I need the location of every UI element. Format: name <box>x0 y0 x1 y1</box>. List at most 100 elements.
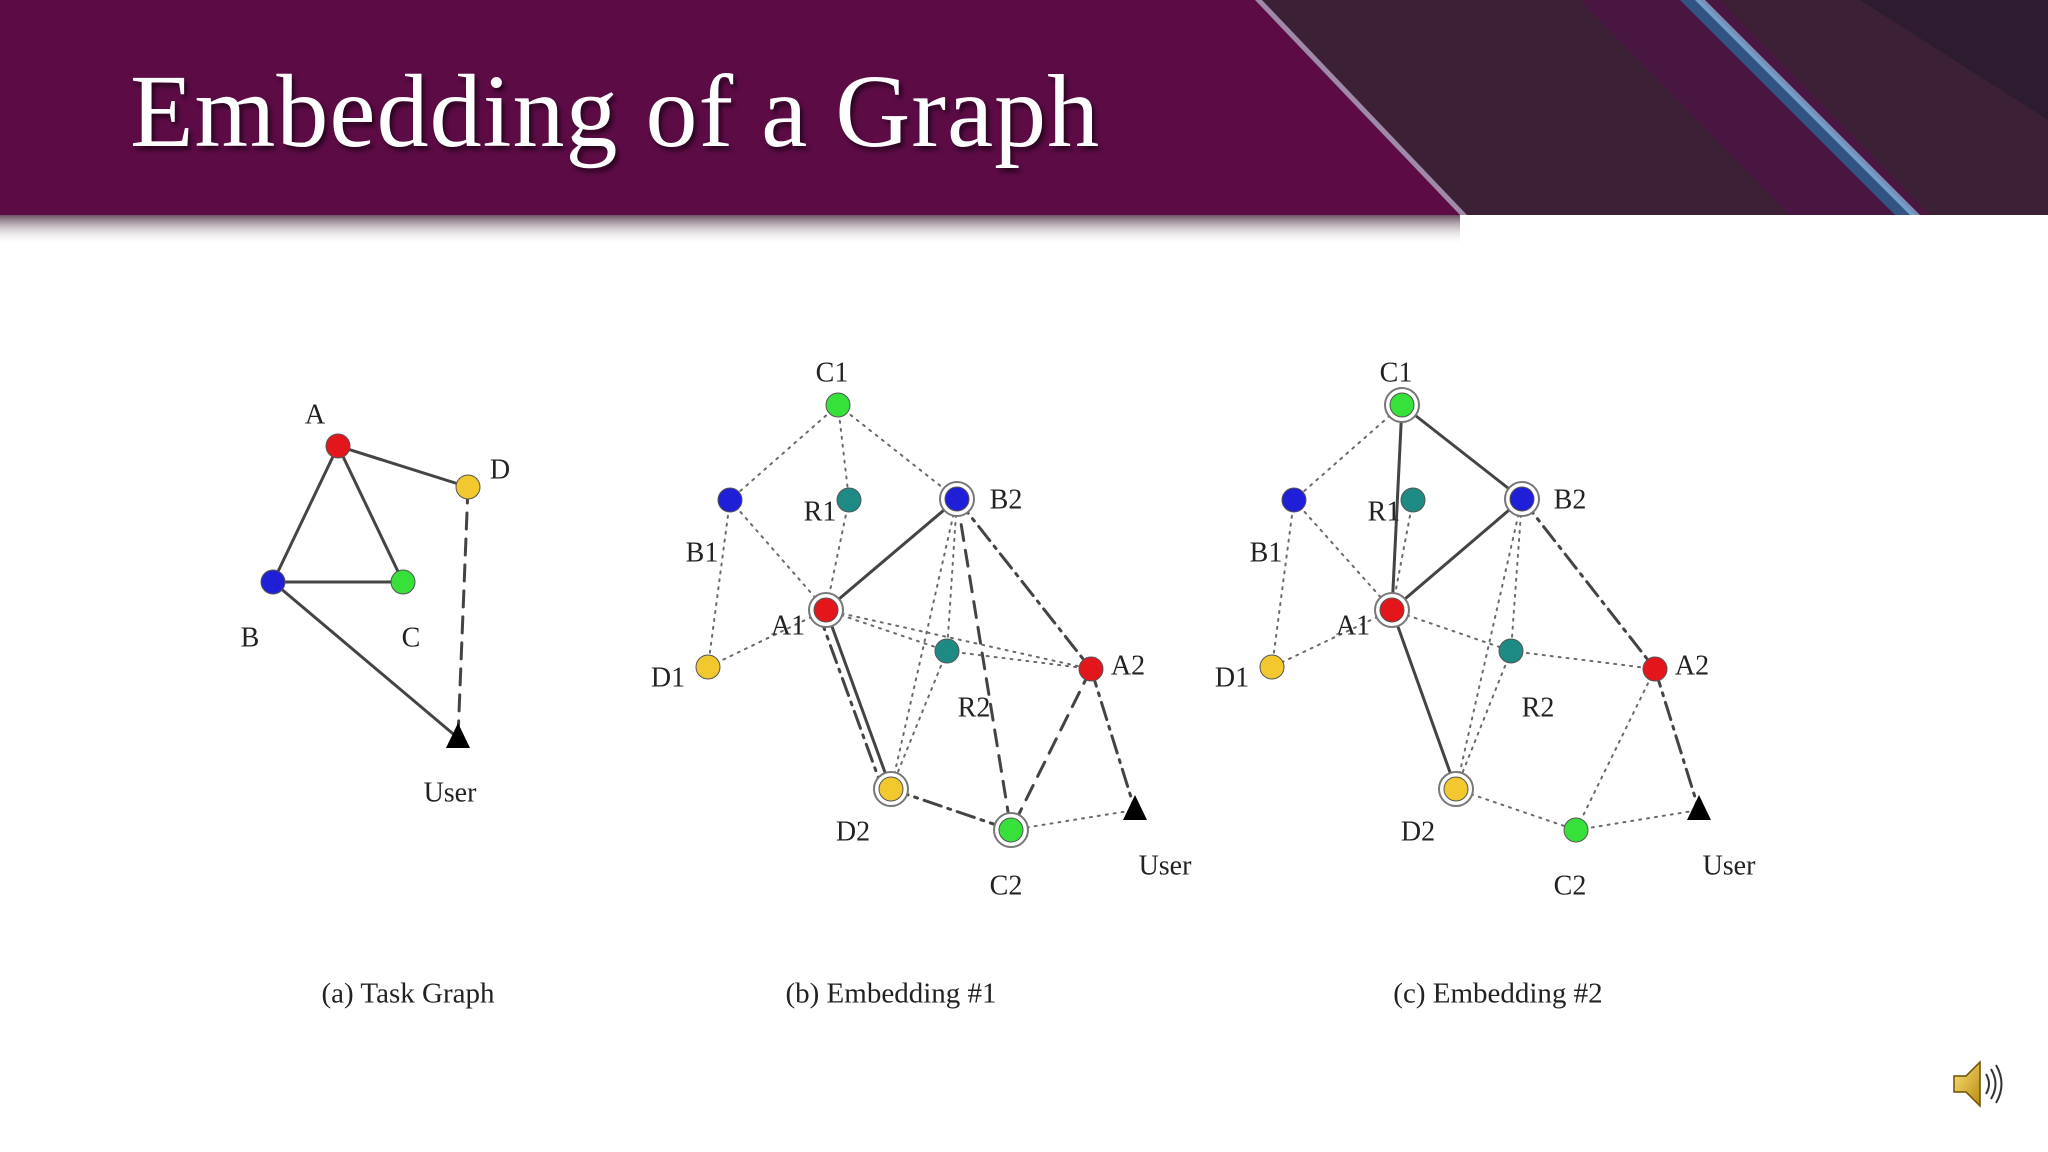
node-label-R2: R2 <box>1522 692 1555 723</box>
edge-R1-A1 <box>825 499 850 611</box>
node-D1 <box>695 654 721 680</box>
node-D <box>455 474 481 500</box>
edge-R2-D2 <box>890 650 948 790</box>
edge-C1-R1 <box>837 404 850 501</box>
node-label-B1: B1 <box>686 537 719 568</box>
edge-D2-C2 <box>889 787 1013 832</box>
edge-A2-User <box>1089 667 1137 812</box>
edge-B-User <box>271 580 460 740</box>
node-label-User: User <box>1703 850 1757 881</box>
edge-A1-D2 <box>1390 608 1458 791</box>
edge-C1-B1 <box>1293 404 1403 501</box>
edge-D2-C2 <box>1455 788 1577 831</box>
node-label-A2: A2 <box>1111 650 1145 681</box>
edge-B2-C2 <box>955 497 1013 832</box>
speaker-icon[interactable] <box>1950 1056 2010 1112</box>
edge-A-D <box>336 444 470 489</box>
panel-caption: (a) Task Graph <box>322 978 495 1010</box>
node-label-A1: A1 <box>1336 610 1370 641</box>
panel-caption: (c) Embedding #2 <box>1393 978 1602 1010</box>
node-label-R1: R1 <box>804 496 837 527</box>
slide-title: Embedding of a Graph <box>130 54 1101 169</box>
node-label-C2: C2 <box>990 870 1023 901</box>
edge-R1-A1 <box>1391 499 1414 611</box>
edge-B2-R2 <box>1510 498 1523 652</box>
edge-R2-A2 <box>1510 650 1656 670</box>
node-label-C: C <box>402 622 421 653</box>
edge-A1-D2 <box>824 608 893 791</box>
edge-A2-C2 <box>1009 667 1093 832</box>
node-D2 <box>1443 776 1469 802</box>
node-B1 <box>717 487 743 513</box>
user-triangle-node <box>446 723 470 748</box>
edge-B2-R2 <box>946 498 958 652</box>
node-label-A: A <box>305 399 326 430</box>
edge-C2-User <box>1010 809 1136 831</box>
edge-C1-B1 <box>729 404 839 501</box>
edge-A-C <box>336 444 405 584</box>
header-banner <box>0 0 2048 245</box>
edge-B1-A1 <box>1293 499 1393 611</box>
node-label-D1: D1 <box>1215 662 1249 693</box>
node-C1 <box>1389 392 1415 418</box>
edge-C1-A1 <box>1390 403 1404 612</box>
node-R1 <box>1400 487 1426 513</box>
edge-C1-B2 <box>837 404 958 500</box>
node-label-D: D <box>490 454 510 485</box>
node-label-C1: C1 <box>816 357 849 388</box>
node-C <box>390 569 416 595</box>
node-C2 <box>1563 817 1589 843</box>
edge-R2-A2 <box>946 650 1092 670</box>
edge-B1-D1 <box>707 499 731 668</box>
edge-D-User <box>456 485 470 740</box>
node-R2 <box>934 638 960 664</box>
node-label-D1: D1 <box>651 662 685 693</box>
node-R1 <box>836 487 862 513</box>
node-label-B: B <box>241 622 260 653</box>
user-triangle-node <box>1123 795 1147 820</box>
edge-A2-User <box>1653 667 1701 812</box>
node-B2 <box>1509 486 1535 512</box>
node-B1 <box>1281 487 1307 513</box>
edge-B1-A1 <box>729 499 827 611</box>
edge-B2-A2 <box>1520 497 1657 671</box>
edge-A1-B2 <box>1390 497 1524 612</box>
node-D1 <box>1259 654 1285 680</box>
node-label-R2: R2 <box>958 692 991 723</box>
node-A2 <box>1078 656 1104 682</box>
node-A <box>325 433 351 459</box>
edge-A1-D1 <box>707 609 827 668</box>
edge-A1-R2 <box>825 609 948 652</box>
edge-A-B <box>271 444 340 584</box>
node-label-B2: B2 <box>1554 484 1587 515</box>
node-label-C1: C1 <box>1380 357 1413 388</box>
node-label-User: User <box>1139 850 1193 881</box>
panel-caption: (b) Embedding #1 <box>785 978 996 1010</box>
node-R2 <box>1498 638 1524 664</box>
edge-B2-A2 <box>955 497 1093 671</box>
edge-A1-D2 <box>816 611 885 794</box>
node-label-B2: B2 <box>990 484 1023 515</box>
edge-C2-User <box>1575 809 1700 831</box>
node-C2 <box>998 817 1024 843</box>
edge-C1-B2 <box>1400 403 1524 501</box>
node-label-B1: B1 <box>1250 537 1283 568</box>
edge-B2-D2 <box>1455 498 1523 790</box>
node-D2 <box>878 776 904 802</box>
user-triangle-node <box>1687 795 1711 820</box>
edge-A1-B2 <box>824 497 959 612</box>
node-label-D2: D2 <box>1401 816 1435 847</box>
node-A1 <box>1379 597 1405 623</box>
node-A2 <box>1642 656 1668 682</box>
node-label-A1: A1 <box>771 610 805 641</box>
edge-B2-D2 <box>890 498 958 790</box>
edge-A2-C2 <box>1575 668 1656 831</box>
edge-A1-D1 <box>1271 609 1393 668</box>
node-label-R1: R1 <box>1368 496 1401 527</box>
edge-A1-R2 <box>1391 609 1512 652</box>
node-label-D2: D2 <box>836 816 870 847</box>
